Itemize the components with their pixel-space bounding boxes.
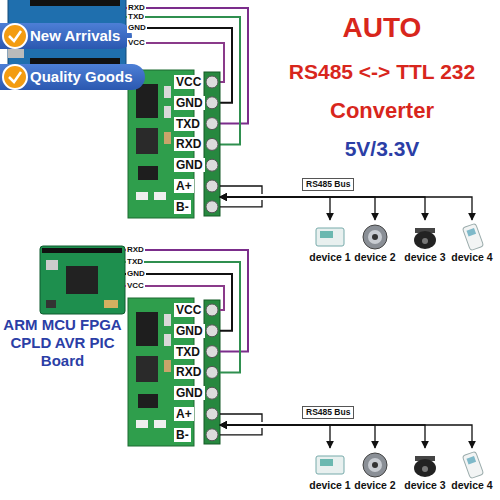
- pin-label: GND: [174, 158, 205, 172]
- bus-connector: [220, 425, 375, 448]
- pin-label: RXD: [174, 137, 203, 151]
- device-illustration: [462, 451, 483, 478]
- device-illustration: [462, 223, 483, 250]
- device-node: device 2: [347, 220, 403, 266]
- signal-label: VCC: [127, 38, 146, 48]
- badge-check: [9, 31, 21, 41]
- pin-label: B-: [174, 428, 191, 442]
- subtitle: Converter: [280, 98, 484, 124]
- device-label: device 2: [347, 251, 403, 264]
- device-label: device 3: [397, 479, 453, 492]
- device-label: device 1: [302, 251, 358, 264]
- signal-label: VCC: [126, 281, 145, 291]
- pin-label: RXD: [174, 365, 203, 379]
- signal-wire: [125, 274, 232, 331]
- signal-label: TXD: [127, 12, 145, 22]
- pin-label: TXD: [174, 345, 202, 359]
- device-node: device 3: [397, 220, 453, 266]
- signal-wire: [125, 250, 248, 352]
- device-node: device 4: [444, 448, 500, 494]
- bus-connector: [220, 197, 472, 220]
- bus-label: RS485 Bus: [302, 178, 354, 191]
- pin-label: GND: [174, 96, 205, 110]
- voltage-label: 5V/3.3V: [280, 137, 484, 161]
- device-node: device 1: [302, 220, 358, 266]
- mcu-board-image: [40, 246, 125, 314]
- device-label: device 1: [302, 479, 358, 492]
- signal-wire: [125, 262, 240, 372]
- device-illustration: [414, 456, 436, 477]
- device-illustration: [316, 456, 344, 474]
- badge-check: [9, 72, 21, 82]
- bus-connector: [220, 425, 472, 448]
- pin-label: TXD: [174, 117, 202, 131]
- bus-wire: [220, 428, 262, 435]
- mcu-board: ARM MCU FPGA CPLD AVR PIC Board: [0, 238, 125, 378]
- bus-wire: [220, 414, 262, 422]
- subtitle: RS485 <-> TTL 232: [280, 60, 484, 84]
- device-label: device 3: [397, 251, 453, 264]
- signal-label: GND: [126, 269, 146, 279]
- smd-part: [46, 300, 56, 308]
- pin-header: [30, 0, 120, 6]
- device-illustration: [316, 228, 344, 246]
- bus-connector: [220, 197, 375, 220]
- device-label: device 2: [347, 479, 403, 492]
- converter-module: VCC GND TXD RXD GND A+ B-: [128, 70, 220, 218]
- pin-label: VCC: [174, 75, 203, 89]
- signal-label: GND: [127, 23, 147, 33]
- ic-chip: [66, 266, 98, 294]
- signal-label: TXD: [126, 257, 144, 267]
- bus-wire: [220, 186, 262, 194]
- pin-label: GND: [174, 386, 205, 400]
- smd-part: [104, 300, 118, 308]
- device-node: device 3: [397, 448, 453, 494]
- converter-pcb: [128, 298, 220, 446]
- pin-label: B-: [174, 200, 191, 214]
- pin-label: A+: [174, 407, 194, 421]
- device-illustration: [414, 228, 436, 249]
- pin-label: VCC: [174, 303, 203, 317]
- badge-icon: [3, 65, 27, 89]
- device-node: device 1: [302, 448, 358, 494]
- device-label: device 4: [444, 251, 500, 264]
- converter-pcb: [128, 70, 220, 218]
- title: AUTO: [280, 12, 484, 44]
- badge-icons: [0, 0, 40, 100]
- board-label: ARM MCU FPGA CPLD AVR PIC Board: [0, 316, 125, 370]
- bus-connector: [220, 197, 425, 220]
- smd-part: [46, 260, 58, 270]
- bus-connector: [220, 197, 330, 220]
- pin-header: [42, 248, 122, 253]
- converter-module: VCC GND TXD RXD GND A+ B-: [128, 298, 220, 446]
- signal-label: RXD: [126, 245, 145, 255]
- device-node: device 4: [444, 220, 500, 266]
- badge-icon: [3, 24, 27, 48]
- bus-connector: [220, 425, 425, 448]
- bus-label: RS485 Bus: [302, 406, 354, 419]
- pin-label: A+: [174, 179, 194, 193]
- device-node: device 2: [347, 448, 403, 494]
- device-illustration: [363, 453, 387, 477]
- bus-connector: [220, 425, 330, 448]
- device-illustration: [363, 225, 387, 249]
- device-label: device 4: [444, 479, 500, 492]
- pin-label: GND: [174, 324, 205, 338]
- bus-wire: [220, 200, 262, 207]
